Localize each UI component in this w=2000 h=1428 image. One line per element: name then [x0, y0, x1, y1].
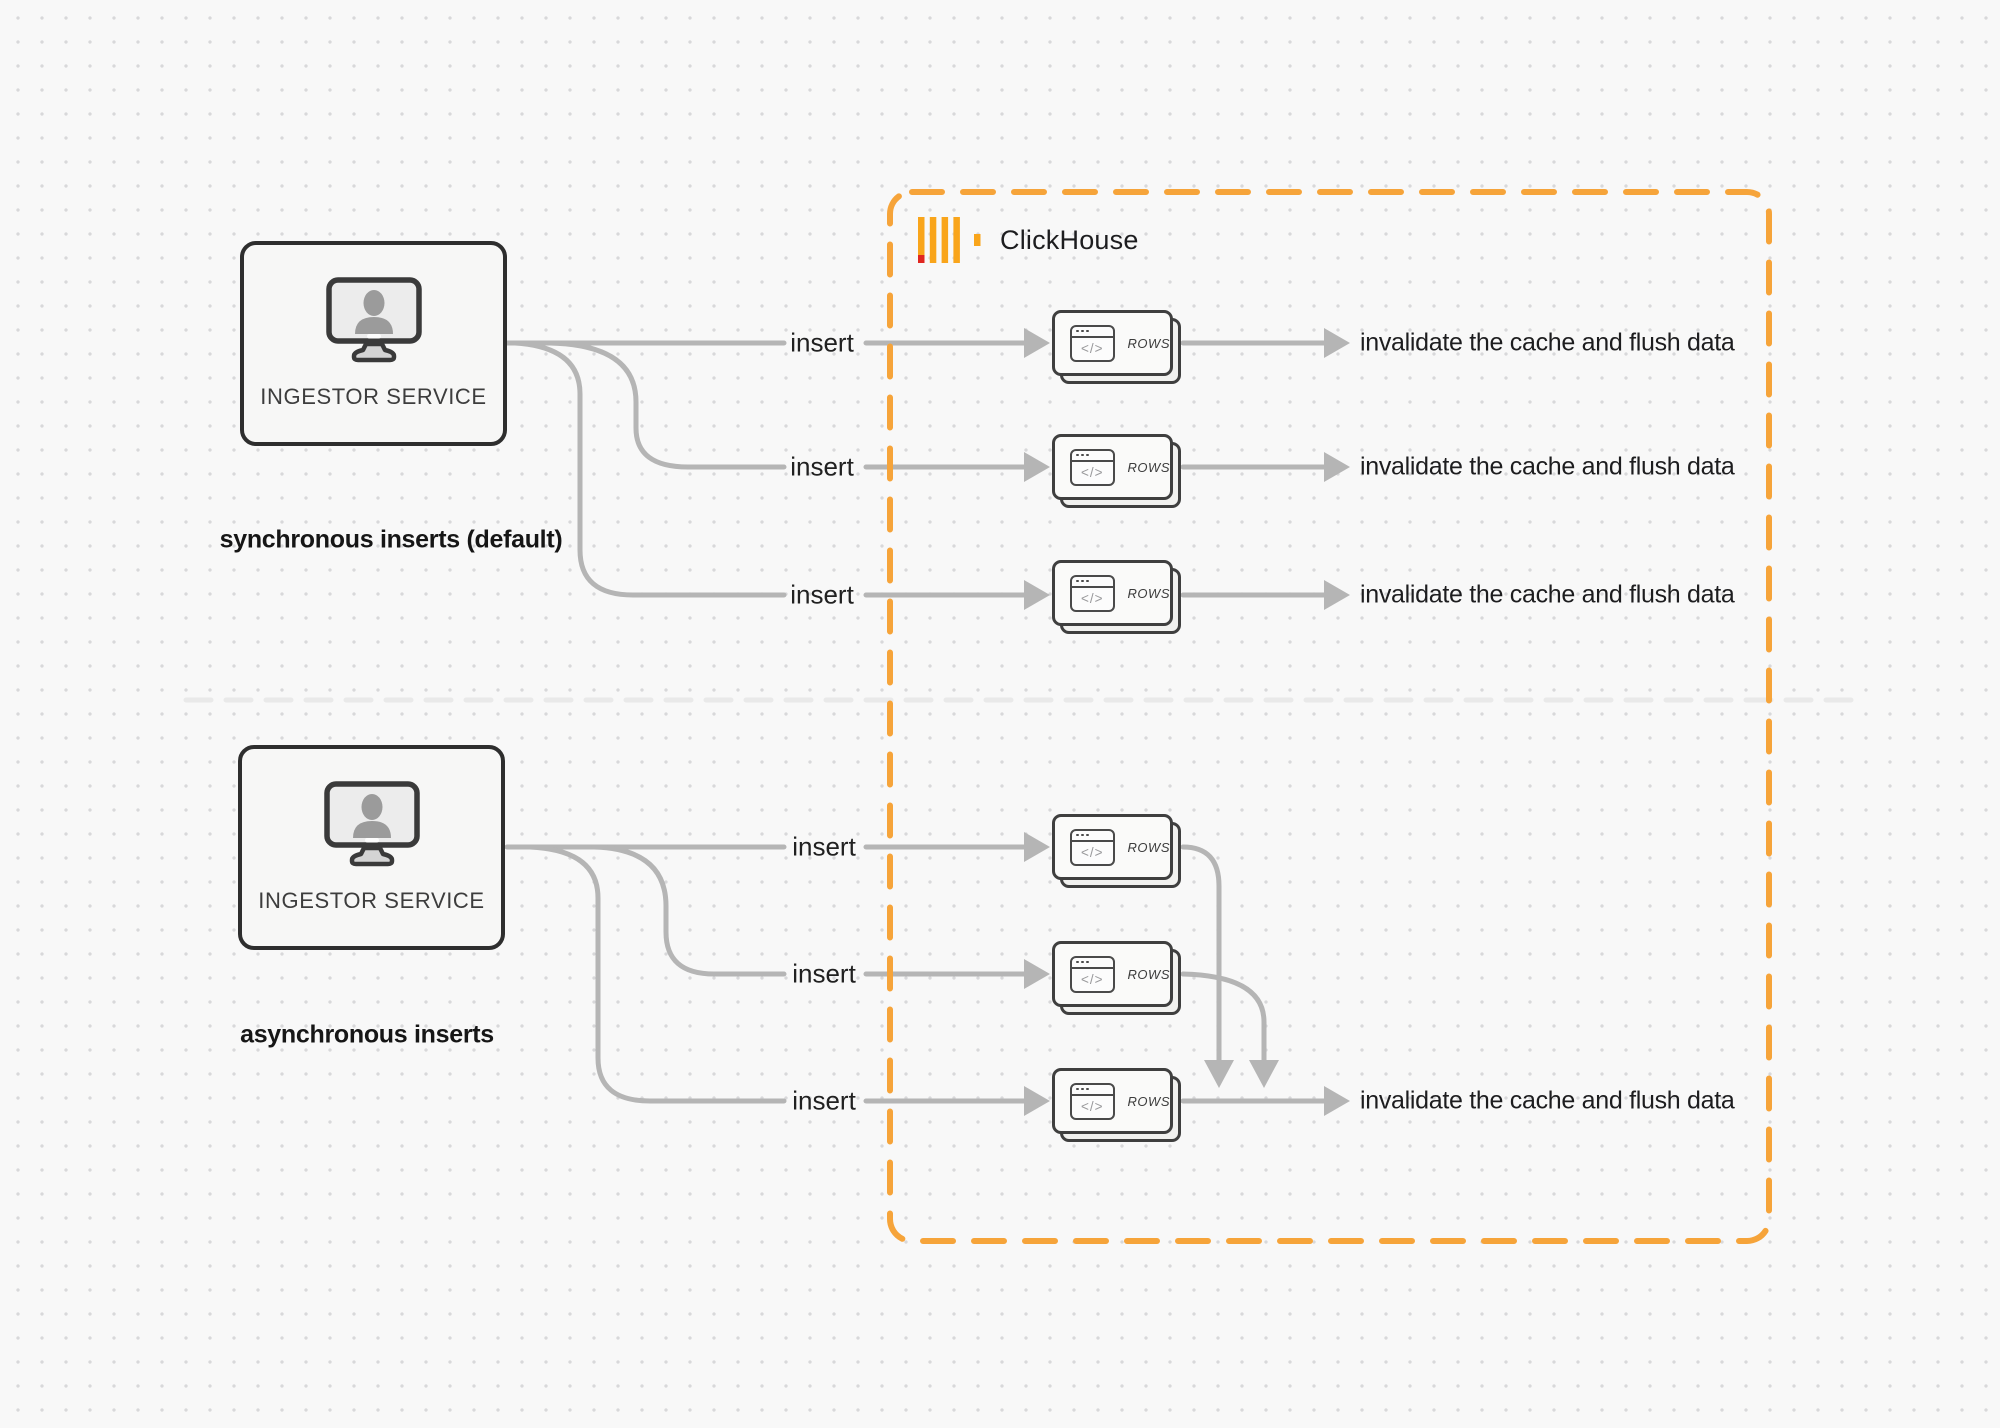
rows-label: ROWS — [1127, 1093, 1170, 1109]
async-branch-row3 — [527, 844, 787, 1104]
clickhouse-logo: ClickHouse — [918, 215, 1139, 265]
result-label: invalidate the cache and flush data — [1360, 328, 1735, 357]
result-label: invalidate the cache and flush data — [1360, 580, 1735, 609]
monitor-user-icon — [323, 781, 420, 867]
clickhouse-label: ClickHouse — [1000, 224, 1139, 255]
result-label: invalidate the cache and flush data — [1360, 1086, 1735, 1115]
ingestor-service-box-async: INGESTOR SERVICE — [238, 745, 505, 950]
browser-code-icon: </> — [1070, 324, 1115, 362]
browser-code-icon: </> — [1070, 955, 1115, 993]
rows-batch-card: </> ROWS — [1052, 941, 1181, 1015]
rows-batch-card: </> ROWS — [1052, 560, 1181, 634]
async-merge-line-1 — [1180, 844, 1222, 1063]
insert-label: insert — [792, 831, 856, 862]
sync-caption: synchronous inserts (default) — [219, 525, 563, 554]
rows-label: ROWS — [1127, 839, 1170, 855]
insert-label: insert — [792, 958, 856, 989]
rows-label: ROWS — [1127, 585, 1170, 601]
service-label: INGESTOR SERVICE — [258, 888, 485, 913]
async-merge-line-2 — [1180, 971, 1267, 1063]
rows-batch-card: </> ROWS — [1052, 814, 1181, 888]
monitor-user-icon — [325, 277, 422, 363]
insert-label: insert — [790, 451, 854, 482]
rows-batch-card: </> ROWS — [1052, 1068, 1181, 1142]
ingestor-service-box-sync: INGESTOR SERVICE — [240, 241, 507, 446]
async-branch-row2 — [591, 844, 787, 977]
rows-batch-card: </> ROWS — [1052, 434, 1181, 508]
async-caption: asynchronous inserts — [240, 1020, 494, 1049]
clickhouse-cluster-border — [887, 189, 1772, 1244]
browser-code-icon: </> — [1070, 828, 1115, 866]
rows-label: ROWS — [1127, 459, 1170, 475]
insert-label: insert — [790, 579, 854, 610]
insert-label: insert — [792, 1085, 856, 1116]
rows-batch-card: </> ROWS — [1052, 310, 1181, 384]
browser-code-icon: </> — [1070, 448, 1115, 486]
sync-branch-row2 — [547, 340, 787, 470]
insert-label: insert — [790, 327, 854, 358]
sync-branch-row3 — [512, 340, 787, 598]
rows-label: ROWS — [1127, 966, 1170, 982]
rows-label: ROWS — [1127, 335, 1170, 351]
result-label: invalidate the cache and flush data — [1360, 452, 1735, 481]
clickhouse-bars-icon — [918, 217, 981, 263]
browser-code-icon: </> — [1070, 1082, 1115, 1120]
service-label: INGESTOR SERVICE — [260, 384, 487, 409]
browser-code-icon: </> — [1070, 574, 1115, 612]
